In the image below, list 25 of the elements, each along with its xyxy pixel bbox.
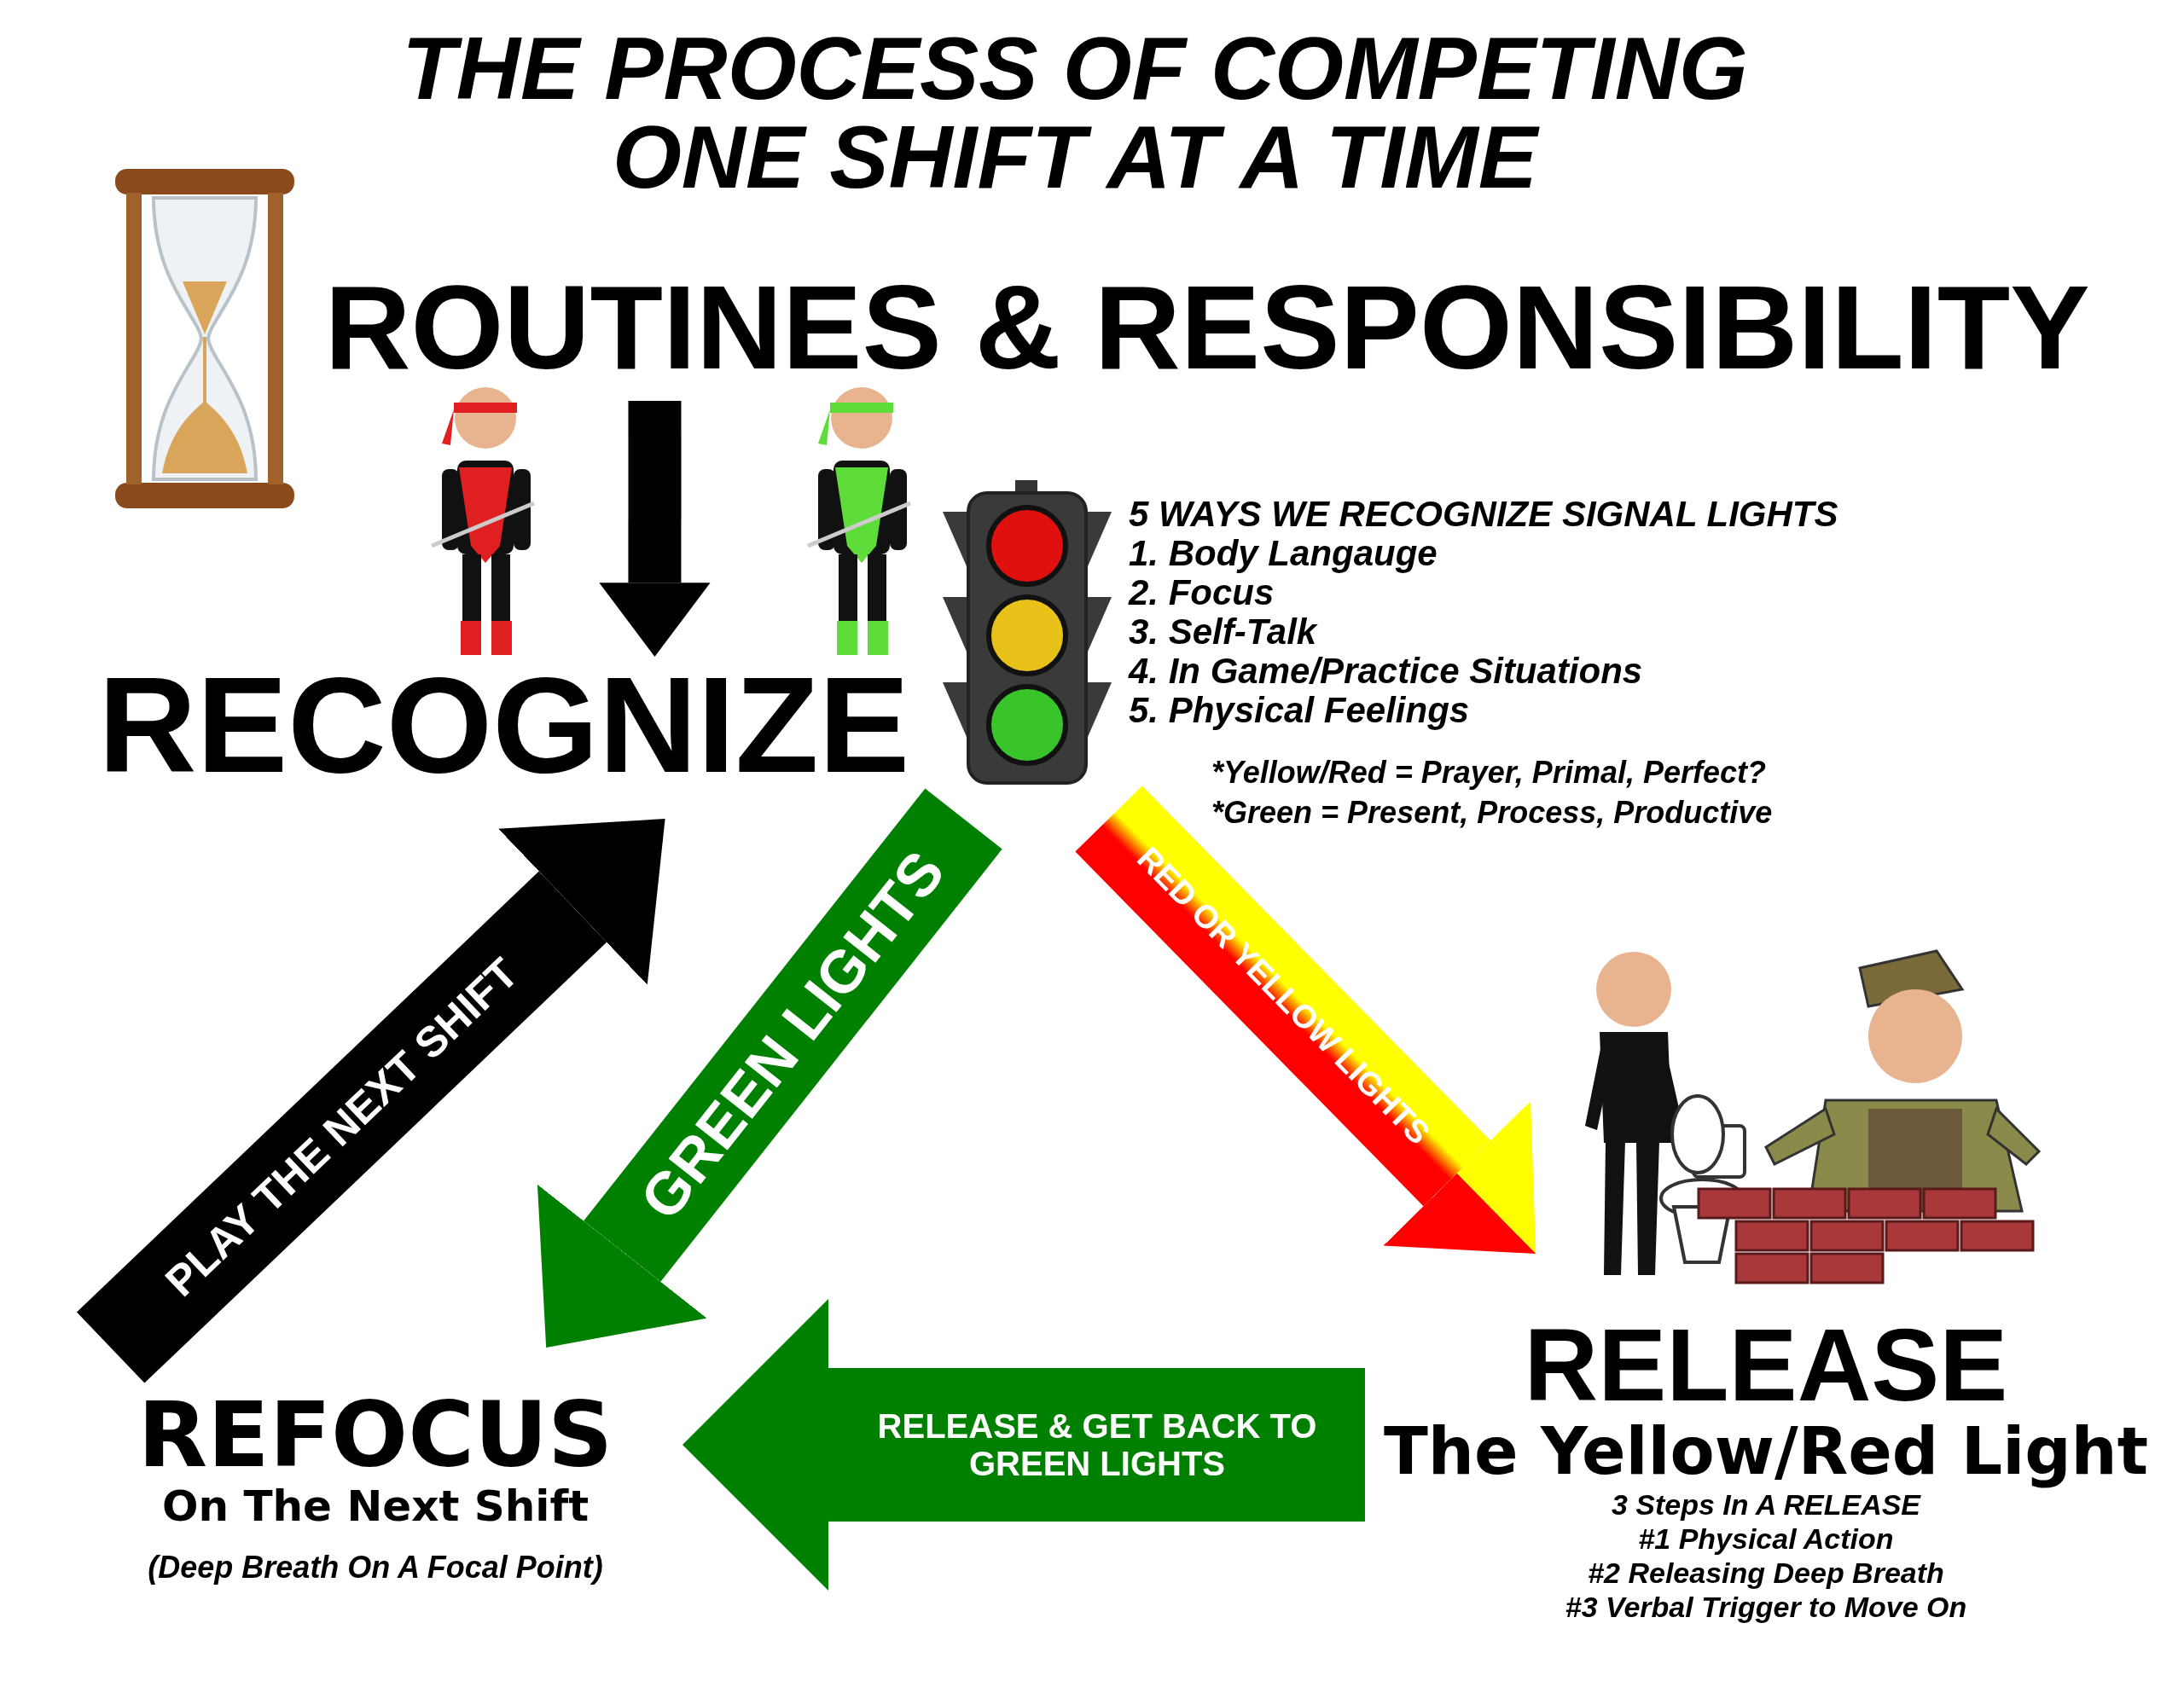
step-item: #3 Verbal Trigger to Move On: [1564, 1589, 1968, 1625]
title: THE PROCESS OF COMPETING ONE SHIFT AT A TIME: [401, 24, 1749, 201]
stage-subheading: On The Next Shift: [160, 1481, 590, 1532]
stage-heading: REFOCUS: [136, 1390, 614, 1481]
list-item: 3. Self-Talk: [1129, 612, 1317, 652]
stage-heading: RELEASE: [1523, 1313, 2009, 1416]
step-item: #2 Releasing Deep Breath: [1587, 1555, 1945, 1590]
stage-subheading: The Yellow/Red Light: [1382, 1416, 2150, 1487]
steps-heading: 3 Steps In A RELEASE: [1610, 1487, 1922, 1522]
block-arrow: [1075, 786, 1536, 1254]
step-item: #1 Physical Action: [1637, 1521, 1895, 1556]
block-arrow: [682, 1299, 1365, 1591]
stage-heading: RECOGNIZE: [98, 657, 911, 793]
note-text: (Deep Breath On A Focal Point): [147, 1549, 604, 1586]
list-item: 4. In Game/Practice Situations: [1129, 652, 1643, 691]
block-arrow: [599, 401, 711, 657]
list-item: 5. Physical Feelings: [1129, 691, 1470, 730]
block-arrow: [77, 819, 665, 1383]
list-item: 2. Focus: [1129, 573, 1275, 612]
stage-heading: ROUTINES & RESPONSIBILITY: [323, 259, 2091, 396]
note-text: *Green = Present, Process, Productive: [1211, 794, 1773, 832]
list-heading: 5 WAYS WE RECOGNIZE SIGNAL LIGHTS: [1129, 495, 1838, 534]
list-item: 1. Body Langauge: [1129, 534, 1438, 573]
note-text: *Yellow/Red = Prayer, Primal, Perfect?: [1211, 754, 1766, 791]
arrow-label: RELEASE & GET BACK TO GREEN LIGHTS: [876, 1406, 1317, 1482]
